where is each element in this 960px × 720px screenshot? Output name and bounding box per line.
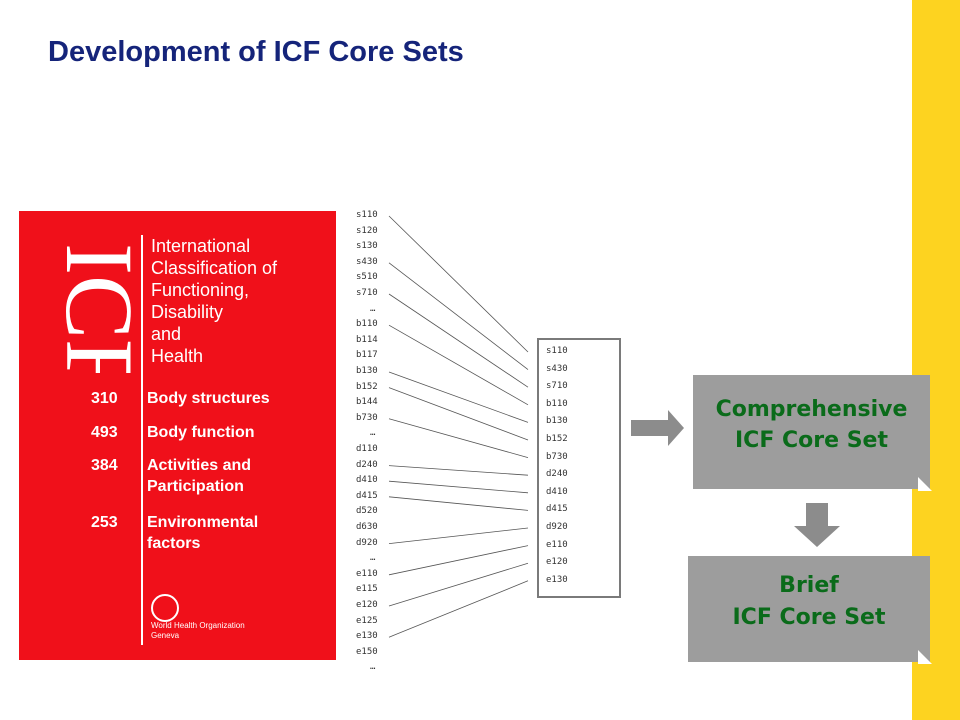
selected-code-item: e130 bbox=[546, 574, 568, 585]
code-item: d920 bbox=[356, 537, 378, 548]
icf-logo-text: ICF bbox=[59, 243, 139, 373]
cover-title-line: and bbox=[151, 324, 182, 344]
right-arrow-icon bbox=[631, 410, 684, 446]
code-item: b110 bbox=[356, 319, 378, 330]
selected-code-item: s710 bbox=[546, 381, 568, 392]
code-item: … bbox=[370, 303, 376, 314]
stat-label-activities: Activities and Participation bbox=[147, 457, 252, 495]
code-item: d110 bbox=[356, 444, 378, 454]
stat-count-body-structures: 310 bbox=[91, 390, 118, 407]
code-item: d630 bbox=[356, 522, 378, 532]
icf-book-cover: ICF International Classification of Func… bbox=[19, 211, 336, 660]
selected-codes-box bbox=[537, 338, 621, 598]
code-item: … bbox=[370, 428, 376, 439]
mapping-line bbox=[388, 480, 529, 494]
code-item: e150 bbox=[356, 646, 378, 657]
selected-code-item: s110 bbox=[546, 346, 568, 356]
code-item: … bbox=[370, 553, 376, 564]
mapping-line bbox=[388, 562, 529, 607]
selected-code-item: e110 bbox=[546, 539, 568, 550]
icf-logo-graphic: ICF bbox=[46, 243, 153, 392]
mapping-line bbox=[388, 293, 529, 388]
brief-core-set-box: Brief ICF Core Set bbox=[688, 556, 932, 664]
who-org-line: World Health Organization bbox=[151, 621, 245, 630]
stat-count-activities: 384 bbox=[91, 457, 118, 474]
page-fold bbox=[918, 477, 932, 491]
code-item: b114 bbox=[356, 334, 378, 345]
stat-label-environmental: Environmental factors bbox=[147, 514, 259, 552]
code-item: s430 bbox=[356, 256, 378, 267]
stat-label-body-function: Body function bbox=[147, 424, 255, 441]
selected-code-item: d920 bbox=[546, 522, 568, 532]
mapping-line bbox=[388, 465, 529, 476]
code-item: s510 bbox=[356, 272, 378, 283]
cover-title-line: Functioning, bbox=[151, 280, 250, 300]
mapping-line bbox=[388, 418, 529, 458]
cover-title: International Classification of Function… bbox=[151, 235, 277, 367]
code-item: e125 bbox=[356, 615, 378, 626]
code-item: b130 bbox=[356, 366, 378, 376]
selected-code-item: b130 bbox=[546, 416, 568, 427]
comprehensive-line1: Comprehensive bbox=[715, 397, 908, 422]
selected-code-item: d240 bbox=[546, 469, 568, 480]
code-item: b117 bbox=[356, 350, 378, 361]
code-item: d240 bbox=[356, 459, 378, 470]
stat-count-environmental: 253 bbox=[91, 514, 118, 531]
code-item: d410 bbox=[356, 475, 378, 486]
mapping-line bbox=[388, 324, 529, 406]
code-item: b144 bbox=[356, 397, 378, 408]
brief-line2: ICF Core Set bbox=[732, 605, 886, 630]
mapping-line bbox=[388, 215, 529, 353]
cover-title-line: Health bbox=[151, 346, 204, 366]
icf-logo: ICF bbox=[46, 233, 153, 392]
selected-code-item: s430 bbox=[546, 363, 568, 374]
code-item: b152 bbox=[356, 381, 378, 392]
mapping-line bbox=[388, 387, 529, 441]
cover-divider bbox=[141, 235, 143, 645]
brief-line1: Brief bbox=[779, 573, 839, 598]
code-item: s130 bbox=[356, 241, 378, 252]
down-arrow-icon bbox=[794, 503, 840, 547]
code-item: … bbox=[370, 662, 376, 673]
code-item: s710 bbox=[356, 288, 378, 298]
code-item: e120 bbox=[356, 600, 378, 610]
cover-title-line: International bbox=[151, 236, 251, 256]
selected-code-item: e120 bbox=[546, 557, 568, 568]
selected-code-item: d415 bbox=[546, 504, 568, 515]
who-org: World Health Organization Geneva bbox=[151, 621, 245, 641]
page-fold bbox=[918, 650, 932, 664]
code-item: e130 bbox=[356, 631, 378, 642]
mapping-line bbox=[388, 371, 529, 423]
selected-code-item: b152 bbox=[546, 434, 568, 444]
code-item: b730 bbox=[356, 412, 378, 423]
stat-count-body-function: 493 bbox=[91, 424, 118, 441]
code-item: d415 bbox=[356, 490, 378, 501]
cover-title-line: Classification of bbox=[151, 258, 278, 278]
who-org-line: Geneva bbox=[151, 631, 180, 640]
code-item: s120 bbox=[356, 225, 378, 236]
mapping-line bbox=[388, 496, 529, 511]
code-item: s110 bbox=[356, 210, 378, 220]
comprehensive-line2: ICF Core Set bbox=[735, 428, 888, 453]
code-item: e115 bbox=[356, 584, 378, 595]
selected-code-item: d410 bbox=[546, 486, 568, 497]
stat-label-body-structures: Body structures bbox=[147, 390, 270, 407]
code-item: e110 bbox=[356, 568, 378, 579]
cover-title-line: Disability bbox=[151, 302, 224, 322]
selected-code-item: b110 bbox=[546, 398, 568, 409]
mapping-line bbox=[388, 262, 529, 370]
page-title: Development of ICF Core Sets bbox=[48, 36, 464, 68]
who-emblem-icon bbox=[151, 594, 179, 622]
mapping-line bbox=[388, 545, 529, 576]
mapping-line bbox=[388, 580, 529, 638]
code-item: d520 bbox=[356, 506, 378, 517]
mapping-line bbox=[388, 527, 529, 544]
comprehensive-core-set-box: Comprehensive ICF Core Set bbox=[693, 375, 932, 491]
selected-code-item: b730 bbox=[546, 451, 568, 462]
